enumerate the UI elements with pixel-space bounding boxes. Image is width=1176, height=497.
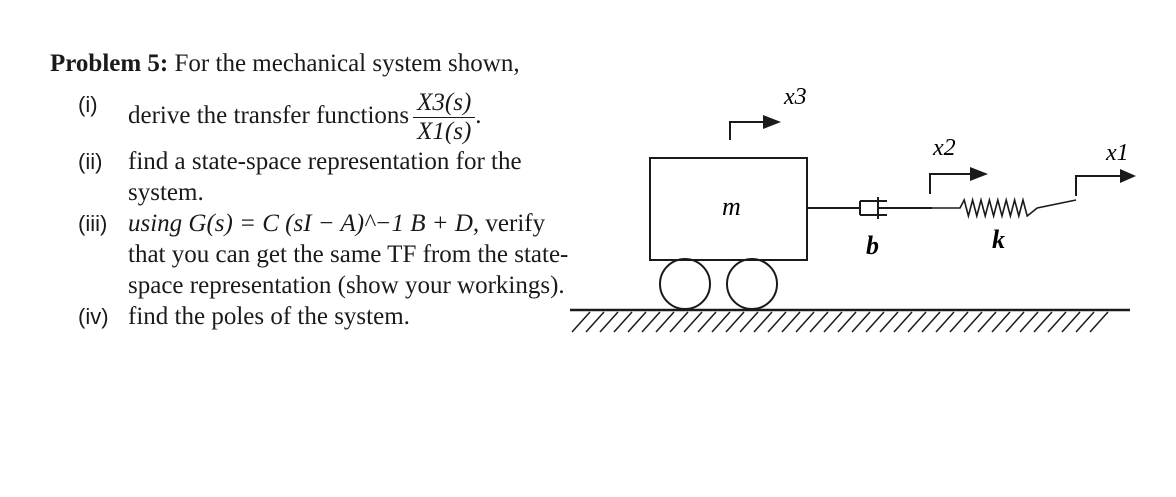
problem-label: Problem 5: bbox=[50, 50, 169, 77]
hatch-mark bbox=[725, 311, 745, 333]
ground-hatching bbox=[571, 311, 1109, 333]
hatch-mark bbox=[627, 311, 647, 333]
damper-label: b bbox=[866, 231, 879, 260]
part-ii: (ii) find a state-space representation f… bbox=[50, 146, 570, 208]
hatch-mark bbox=[1075, 311, 1095, 333]
problem-heading: Problem 5: For the mechanical system sho… bbox=[50, 48, 570, 79]
hatch-mark bbox=[669, 311, 689, 333]
problem-intro: For the mechanical system shown, bbox=[174, 50, 520, 77]
hatch-mark bbox=[1089, 311, 1109, 333]
x2-arrow-stem bbox=[929, 173, 970, 194]
hatch-mark bbox=[795, 311, 815, 333]
hatch-mark bbox=[1047, 311, 1067, 333]
part-i-numeral: (i) bbox=[78, 92, 98, 117]
part-iv-numeral: (iv) bbox=[78, 304, 109, 329]
part-iv-text: find the poles of the system. bbox=[128, 303, 410, 330]
hatch-mark bbox=[893, 311, 913, 333]
hatch-mark bbox=[823, 311, 843, 333]
hatch-mark bbox=[879, 311, 899, 333]
part-i-text: derive the transfer functions bbox=[128, 102, 410, 130]
hatch-mark bbox=[977, 311, 997, 333]
hatch-mark bbox=[753, 311, 773, 333]
hatch-mark bbox=[949, 311, 969, 333]
part-iii-text: verify that you can get the same TF from… bbox=[128, 210, 569, 299]
part-iii-formula: using G(s) = C (sI − A)^−1 B + D, bbox=[128, 210, 480, 237]
x1-arrow-stem bbox=[1075, 175, 1120, 196]
hatch-mark bbox=[1033, 311, 1053, 333]
problem-statement: Problem 5: For the mechanical system sho… bbox=[50, 48, 570, 332]
hatch-mark bbox=[655, 311, 675, 333]
x1-arrowhead bbox=[1120, 169, 1136, 183]
spring bbox=[932, 196, 1077, 220]
hatch-mark bbox=[921, 311, 941, 333]
hatch-mark bbox=[571, 311, 591, 333]
hatch-mark bbox=[809, 311, 829, 333]
hatch-mark bbox=[1005, 311, 1025, 333]
mechanical-system-diagram: m x3 b x2 k x1 bbox=[570, 84, 1136, 333]
hatch-mark bbox=[613, 311, 633, 333]
hatch-mark bbox=[697, 311, 717, 333]
hatch-mark bbox=[837, 311, 857, 333]
part-i-suffix: . bbox=[475, 102, 482, 130]
part-iii-numeral: (iii) bbox=[78, 211, 108, 236]
fraction-denominator: X1(s) bbox=[417, 118, 472, 145]
hatch-mark bbox=[641, 311, 661, 333]
damper-cylinder bbox=[859, 200, 887, 216]
x1-label: x1 bbox=[1105, 140, 1129, 166]
part-iv: (iv) find the poles of the system. bbox=[50, 301, 570, 332]
fraction-numerator: X3(s) bbox=[413, 89, 476, 118]
x3-arrow-stem bbox=[729, 121, 763, 140]
hatch-mark bbox=[599, 311, 619, 333]
hatch-mark bbox=[963, 311, 983, 333]
part-ii-text: find a state-space representation for th… bbox=[128, 148, 522, 206]
right-wheel bbox=[726, 258, 778, 310]
hatch-mark bbox=[585, 311, 605, 333]
x3-label: x3 bbox=[783, 84, 807, 110]
hatch-mark bbox=[683, 311, 703, 333]
mass-label: m bbox=[722, 192, 741, 221]
hatch-mark bbox=[1019, 311, 1039, 333]
transfer-function-fraction: X3(s)X1(s) bbox=[413, 89, 476, 146]
hatch-mark bbox=[935, 311, 955, 333]
hatch-mark bbox=[781, 311, 801, 333]
spring-label: k bbox=[992, 225, 1005, 254]
hatch-mark bbox=[739, 311, 759, 333]
x3-arrowhead bbox=[763, 115, 781, 129]
hatch-mark bbox=[907, 311, 927, 333]
x2-arrowhead bbox=[970, 167, 988, 181]
hatch-mark bbox=[767, 311, 787, 333]
hatch-mark bbox=[711, 311, 731, 333]
hatch-mark bbox=[865, 311, 885, 333]
hatch-mark bbox=[991, 311, 1011, 333]
hatch-mark bbox=[851, 311, 871, 333]
left-wheel bbox=[659, 258, 711, 310]
part-iii: (iii) using G(s) = C (sI − A)^−1 B + D, … bbox=[50, 208, 570, 301]
hatch-mark bbox=[1061, 311, 1081, 333]
x2-label: x2 bbox=[932, 135, 956, 161]
part-ii-numeral: (ii) bbox=[78, 149, 103, 174]
